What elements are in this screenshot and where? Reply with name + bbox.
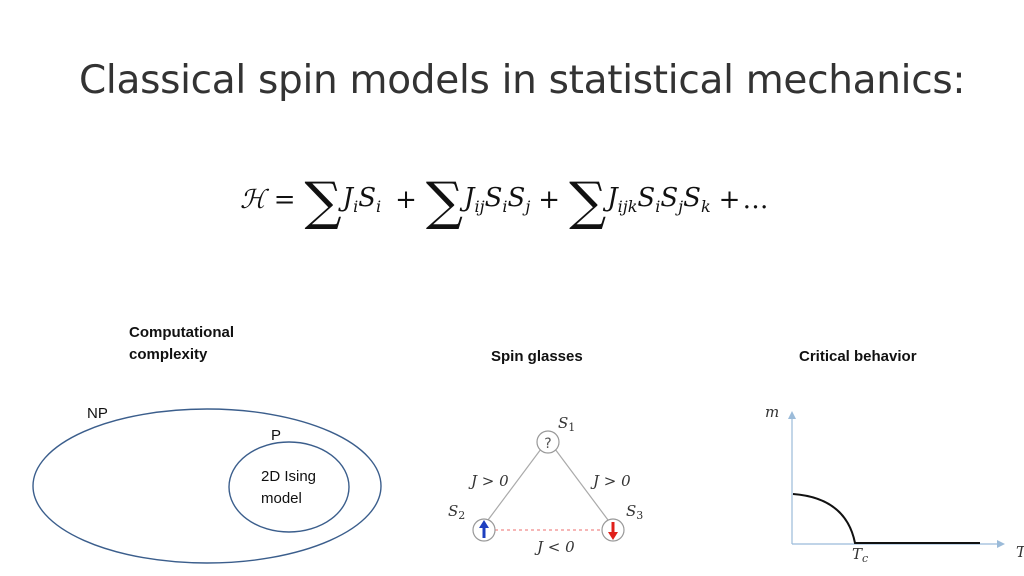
ellipsis: … — [742, 185, 769, 215]
sum-symbol-1: ∑ — [304, 172, 342, 232]
ising-label-line2: model — [261, 490, 302, 507]
s1-label: S1 — [558, 414, 575, 434]
j-left-label: J > 0 — [468, 472, 509, 490]
plus-sign-2: + — [538, 185, 561, 215]
term2-spin-1: Si — [484, 183, 508, 217]
unknown-spin-mark: ? — [544, 436, 551, 452]
j-bottom-label: J < 0 — [534, 538, 575, 556]
term1-coef: Ji — [342, 183, 359, 217]
plus-sign-1: + — [395, 185, 417, 215]
spin-node-1 — [536, 430, 560, 454]
m-axis-label: m — [765, 403, 779, 421]
t-axis-label: T — [1016, 543, 1024, 561]
term2-spin-2: Sj — [507, 183, 531, 217]
term2-coef: Jij — [464, 183, 485, 217]
plus-sign-3: + — [718, 185, 741, 215]
complexity-heading: Computational complexity — [129, 322, 234, 366]
tc-label: Tc — [852, 545, 868, 565]
sum-symbol-2: ∑ — [425, 172, 464, 232]
term3-spin-2: Sj — [660, 183, 684, 217]
s2-label: S2 — [448, 502, 465, 522]
term3-spin-3: Sk — [683, 183, 711, 217]
y-axis — [788, 411, 796, 544]
np-ellipse — [32, 408, 382, 564]
down-arrow-icon — [608, 522, 618, 540]
critical-heading: Critical behavior — [799, 348, 917, 365]
magnetization-curve — [792, 493, 980, 544]
ising-label-line1: 2D Ising — [261, 468, 317, 485]
term3-spin-1: Si — [637, 183, 661, 217]
sum-symbol-3: ∑ — [569, 172, 607, 232]
equals-sign: = — [273, 185, 296, 215]
complexity-heading-line1: Computational — [129, 324, 234, 341]
ising-label: 2D Ising model — [261, 466, 316, 510]
p-label: P — [271, 427, 282, 444]
spin-glass-heading: Spin glasses — [491, 348, 583, 365]
j-right-label: J > 0 — [590, 472, 631, 490]
s3-label: S3 — [626, 502, 643, 522]
slide-title: Classical spin models in statistical mec… — [79, 58, 966, 103]
p-ellipse — [228, 441, 350, 533]
up-arrow-icon — [479, 520, 489, 538]
bond-right — [554, 448, 609, 521]
bond-left — [487, 448, 542, 521]
term1-spin-1: Si — [358, 183, 382, 217]
complexity-heading-line2: complexity — [129, 346, 208, 363]
np-label: NP — [87, 405, 108, 422]
term3-coef: Jijk — [607, 183, 638, 217]
hamiltonian-equation: ℋ = ∑ Ji Si + ∑ Jij Si Sj + ∑ Jijk Si Sj… — [240, 168, 768, 232]
hamiltonian-symbol: ℋ — [240, 185, 266, 215]
